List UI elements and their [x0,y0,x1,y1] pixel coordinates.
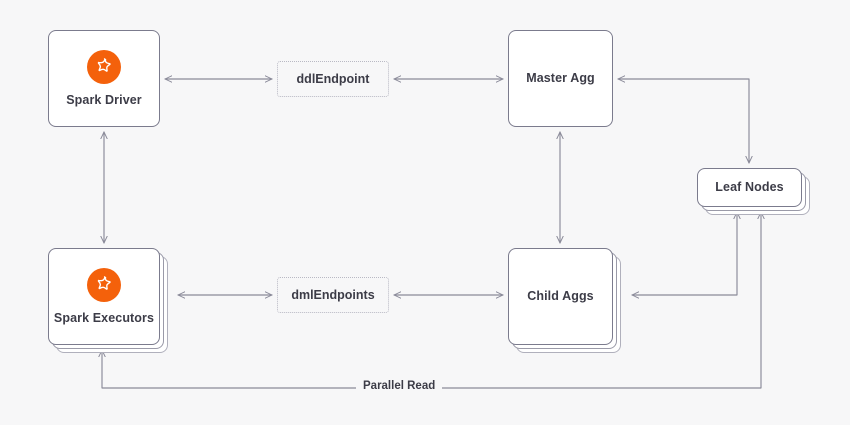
node-spark-executors[interactable]: Spark Executors [48,248,160,345]
node-label: Child Aggs [527,289,594,304]
spark-logo-icon [87,50,121,85]
edge-leafnodes-childaggs [631,211,737,295]
node-label: Master Agg [526,71,595,86]
spark-logo-icon [87,268,121,303]
chip-dml-endpoints[interactable]: dmlEndpoints [277,277,389,313]
edge-leafnodes-master [617,79,749,164]
node-label: Spark Driver [66,93,142,108]
edge-label-parallel-read: Parallel Read [356,380,443,393]
node-leaf-nodes[interactable]: Leaf Nodes [697,168,802,207]
node-label: Leaf Nodes [715,180,784,195]
chip-label: ddlEndpoint [296,72,370,86]
chip-label: dmlEndpoints [291,288,375,302]
chip-ddl-endpoint[interactable]: ddlEndpoint [277,61,389,97]
node-master-agg[interactable]: Master Agg [508,30,613,127]
node-label: Spark Executors [53,311,155,326]
node-child-aggs[interactable]: Child Aggs [508,248,613,345]
edge-parallel-read [102,211,761,389]
node-spark-driver[interactable]: Spark Driver [48,30,160,127]
edge-label-text: Parallel Read [363,380,436,392]
